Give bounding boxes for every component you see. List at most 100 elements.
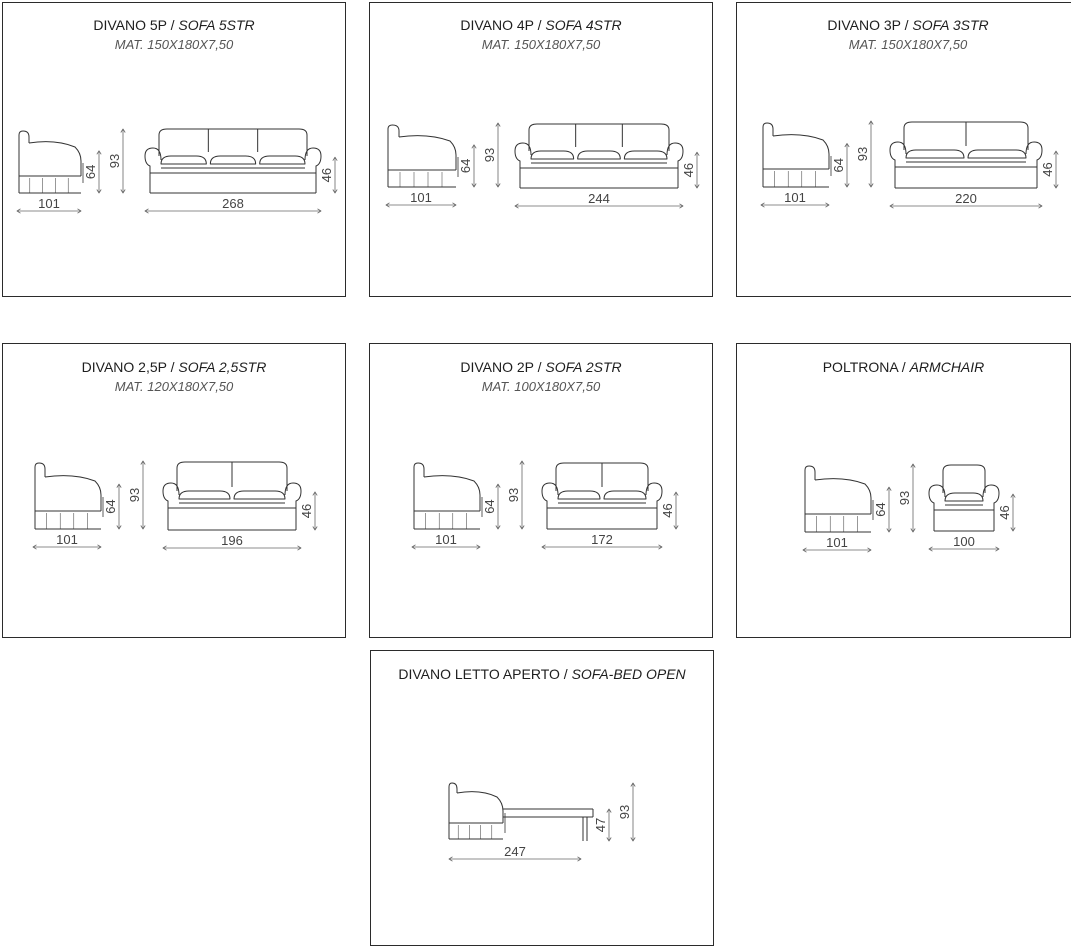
side-backrest: [387, 124, 400, 187]
front-backrest: [942, 464, 986, 493]
side-view: [804, 465, 874, 533]
dimension-label: 64: [83, 165, 98, 179]
dimension-arrowhead: [606, 837, 612, 842]
side-seat-outline: [44, 475, 102, 511]
title-english: ARMCHAIR: [909, 359, 985, 375]
dimension-arrowhead: [630, 837, 636, 842]
front-left-arm: [162, 482, 180, 530]
dimension-arrowhead: [448, 856, 453, 862]
dimension-arrowhead: [673, 525, 679, 530]
title-english: SOFA 3STR: [912, 17, 989, 33]
dimension-arrowhead: [694, 184, 700, 189]
panel-title: DIVANO LETTO APERTO / SOFA-BED OPEN: [371, 666, 713, 682]
dimension-label: 64: [458, 159, 473, 173]
dimension-arrowhead: [411, 544, 416, 550]
panel-sofa-2str: DIVANO 2P / SOFA 2STR MAT. 100X180X7,50 …: [369, 343, 713, 638]
panel-title: POLTRONA / ARMCHAIR: [737, 359, 1070, 375]
panel-title: DIVANO 4P / SOFA 4STR: [370, 17, 712, 33]
front-seat-cushion: [530, 150, 575, 160]
side-view: [18, 130, 84, 194]
dimension-arrowhead: [886, 528, 892, 533]
title-italian: DIVANO LETTO APERTO: [398, 666, 560, 682]
title-separator: /: [533, 359, 546, 375]
front-seat-cushion: [233, 490, 286, 500]
side-view: [34, 462, 104, 530]
dimension-label: 64: [831, 158, 846, 172]
front-seat-cushion: [178, 490, 231, 500]
title-english: SOFA 2,5STR: [178, 359, 267, 375]
dimension-arrowhead: [658, 544, 663, 550]
dimension-arrowhead: [120, 189, 126, 194]
title-english: SOFA-BED OPEN: [571, 666, 686, 682]
mattress-size: MAT. 150X180X7,50: [848, 37, 968, 52]
dimension-arrowhead: [630, 782, 636, 787]
side-backrest: [804, 465, 816, 532]
dimension-label: 172: [591, 532, 613, 547]
dimension-arrowhead: [476, 544, 481, 550]
panel-title: DIVANO 3P / SOFA 3STR: [737, 17, 1071, 33]
dimension-arrowhead: [471, 183, 477, 188]
dimension-label: 247: [504, 844, 526, 859]
title-separator: /: [533, 17, 546, 33]
front-left-arm: [928, 484, 946, 531]
dimension-arrowhead: [495, 122, 501, 127]
side-backrest: [762, 122, 774, 187]
front-seat-cushion: [259, 155, 306, 165]
dimension-arrowhead: [1053, 150, 1059, 155]
dimension-arrowhead: [32, 544, 37, 550]
side-seat-outline: [814, 478, 872, 514]
dimension-arrowhead: [519, 460, 525, 465]
front-seat-cushion: [577, 150, 621, 160]
side-seat-outline: [456, 791, 504, 823]
dimension-arrowhead: [116, 483, 122, 488]
dimension-arrowhead: [144, 208, 149, 214]
dimension-arrowhead: [910, 463, 916, 468]
dimension-label: 64: [873, 502, 888, 516]
mattress-size: MAT. 100X180X7,50: [481, 379, 601, 394]
dimension-arrowhead: [96, 189, 102, 194]
dimension-arrowhead: [1053, 184, 1059, 189]
panel-sofa-bed-open: DIVANO LETTO APERTO / SOFA-BED OPEN 247 4…: [370, 650, 714, 946]
dimension-arrowhead: [495, 483, 501, 488]
dimension-label: 93: [897, 491, 912, 505]
dimension-arrowhead: [140, 460, 146, 465]
title-separator: /: [166, 359, 179, 375]
dimension-arrowhead: [96, 150, 102, 155]
dimension-arrowhead: [385, 202, 390, 208]
dimension-arrowhead: [928, 546, 933, 552]
dimension-label: 64: [482, 499, 497, 513]
front-left-arm: [889, 141, 907, 188]
dimension-label: 101: [410, 190, 432, 205]
side-view: [762, 122, 832, 188]
dimension-arrowhead: [802, 547, 807, 553]
dimension-arrowhead: [679, 203, 684, 209]
dimension-arrowhead: [317, 208, 322, 214]
front-view: [162, 461, 302, 531]
dimension-label: 64: [103, 499, 118, 513]
front-right-arm: [284, 482, 302, 530]
dimension-arrowhead: [297, 545, 302, 551]
dimension-label: 46: [1040, 162, 1055, 176]
dimension-arrowhead: [452, 202, 457, 208]
side-seat-outline: [398, 135, 457, 170]
dimension-label: 46: [299, 504, 314, 518]
front-right-arm: [304, 147, 322, 193]
side-backrest: [413, 462, 425, 529]
front-seat-cushion: [160, 155, 207, 165]
front-seat-cushion: [944, 492, 984, 502]
dimension-label: 101: [784, 190, 806, 205]
dimension-arrowhead: [1010, 493, 1016, 498]
panel-title: DIVANO 2,5P / SOFA 2,5STR: [3, 359, 345, 375]
front-left-arm: [541, 482, 559, 529]
dimension-label: 100: [953, 534, 975, 549]
dimension-label: 47: [593, 818, 608, 832]
panel-title: DIVANO 2P / SOFA 2STR: [370, 359, 712, 375]
dimension-arrowhead: [495, 525, 501, 530]
dimension-label: 101: [56, 532, 78, 547]
